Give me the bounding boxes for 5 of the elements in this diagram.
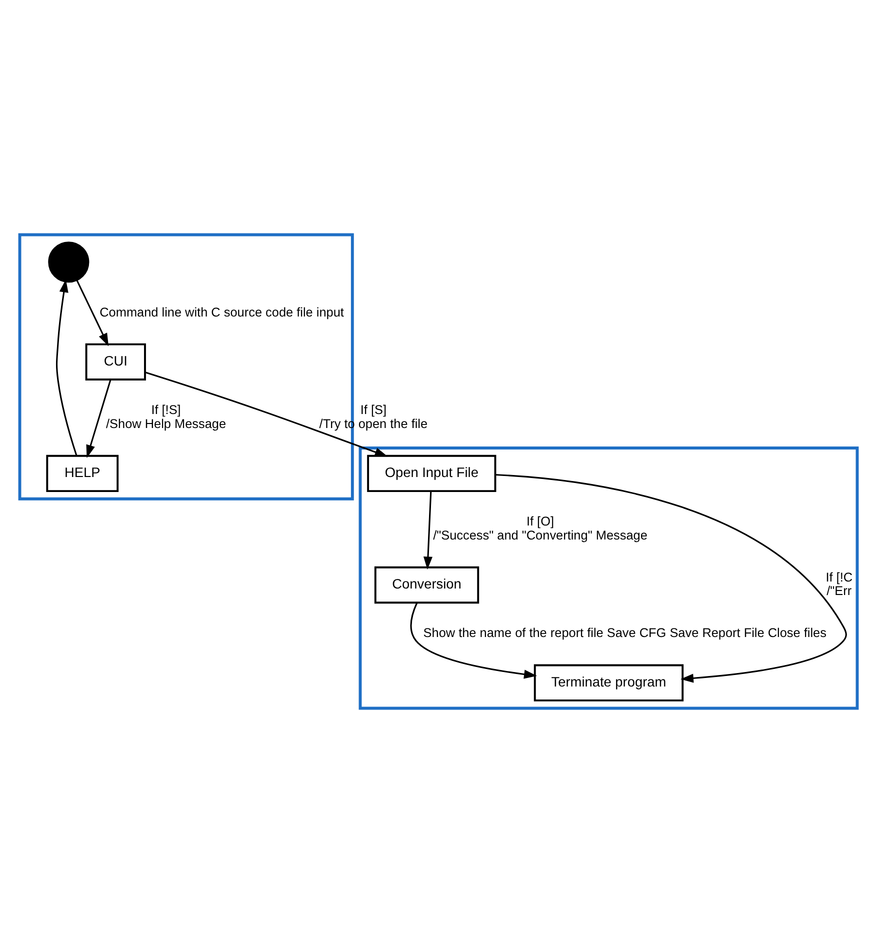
edge-label: Command line with C source code file input	[100, 304, 344, 320]
edge-label: Show the name of the report file Save CFG Save Report File Close files	[423, 625, 826, 640]
edge-label: If [!S] /Show Help Message	[106, 402, 226, 431]
edge-label: If [O] /"Success" and "Converting" Message	[433, 514, 648, 542]
edge-label: If [!C /"Err	[826, 569, 853, 598]
